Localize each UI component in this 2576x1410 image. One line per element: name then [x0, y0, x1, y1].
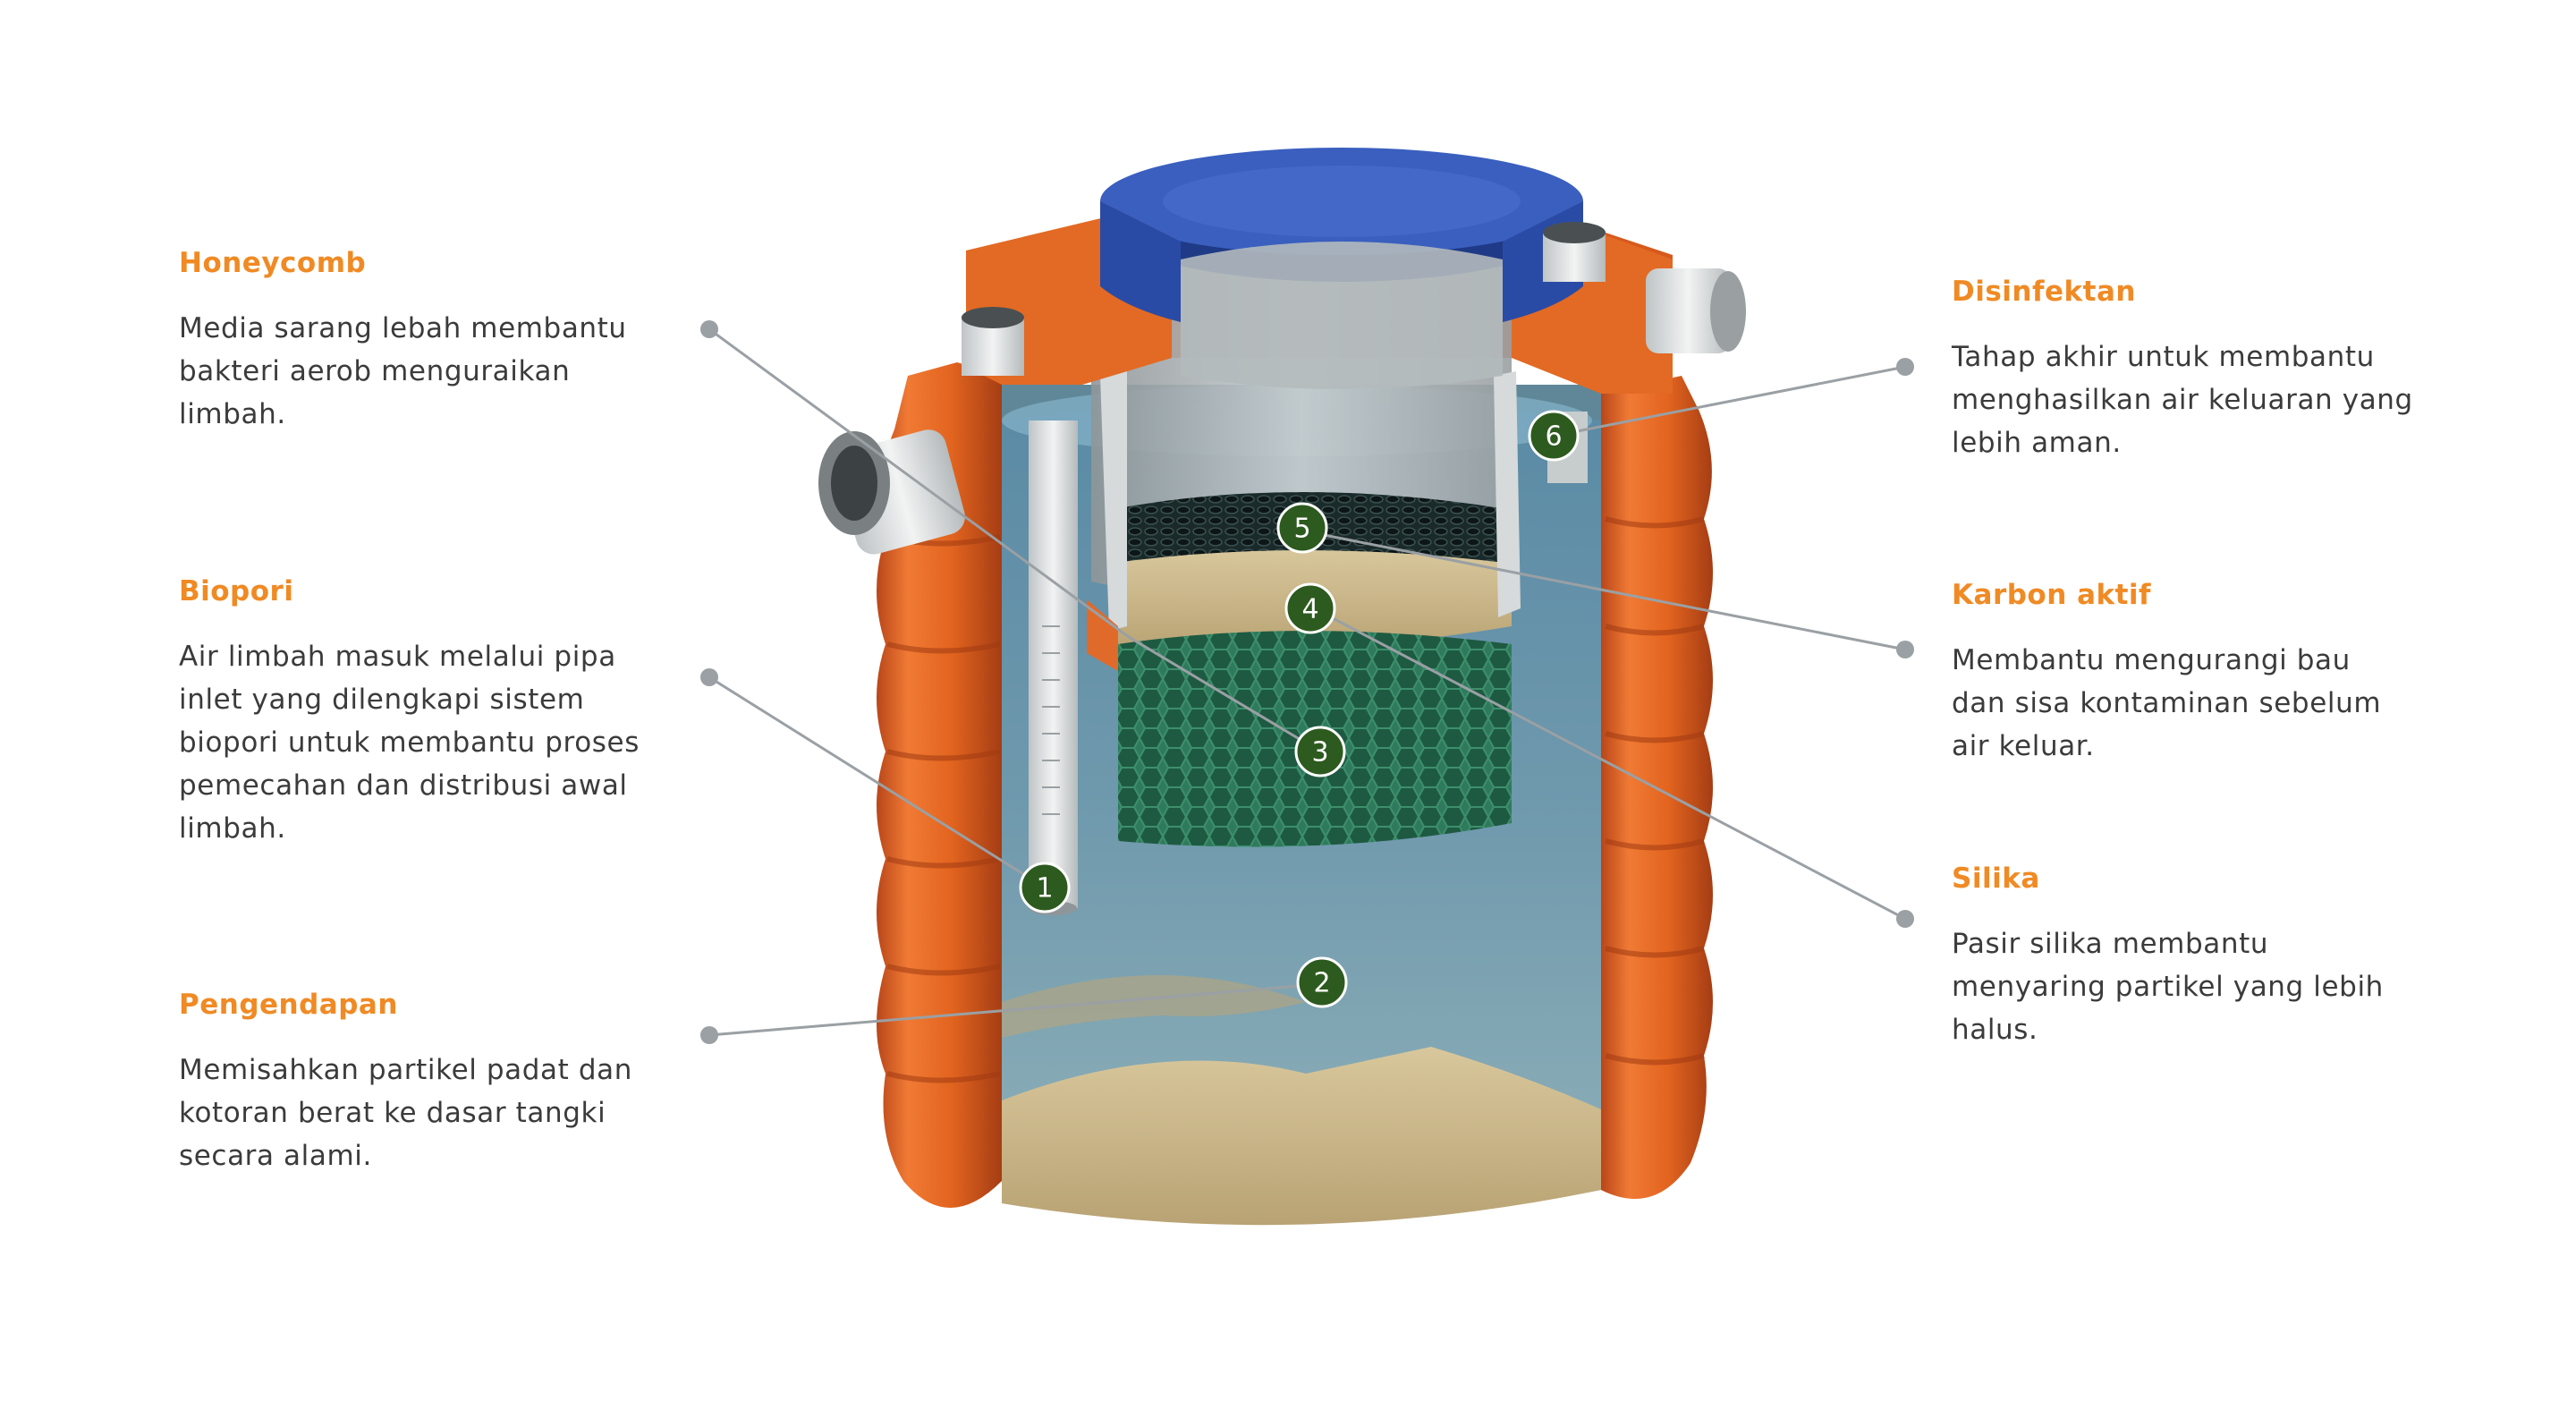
desc-line: limbah.: [179, 812, 286, 845]
desc-line: menghasilkan air keluaran yang: [1952, 384, 2413, 417]
desc-line: limbah.: [179, 398, 286, 431]
desc-line: secara alami.: [179, 1140, 372, 1173]
connector-dot-disinfektan: [1896, 358, 1914, 376]
badge-number: 2: [1313, 968, 1330, 999]
label-description: Tahap akhir untuk membantu menghasilkan …: [1952, 336, 2453, 464]
badge-4: 4: [1284, 582, 1336, 634]
desc-line: Tahap akhir untuk membantu: [1952, 341, 2375, 374]
desc-line: dan sisa kontaminan sebelum: [1952, 687, 2382, 720]
desc-line: air keluar.: [1952, 730, 2095, 763]
desc-line: Media sarang lebah membantu: [179, 312, 627, 345]
label-title: Karbon aktif: [1952, 579, 2152, 611]
outlet-pipe: [1646, 268, 1746, 353]
connector-dot-biopori: [700, 668, 718, 686]
badge-number: 6: [1545, 421, 1562, 453]
desc-line: Air limbah masuk melalui pipa: [179, 641, 616, 674]
desc-line: halus.: [1952, 1014, 2038, 1047]
label-title: Silika: [1952, 862, 2040, 895]
badge-number: 5: [1293, 514, 1310, 545]
desc-line: Membantu mengurangi bau: [1952, 644, 2351, 677]
label-description: Media sarang lebah membantu bakteri aero…: [179, 307, 680, 436]
label-pengendapan: Pengendapan Memisahkan partikel padat da…: [179, 989, 680, 1177]
label-disinfektan: Disinfektan Tahap akhir untuk membantu m…: [1952, 276, 2453, 464]
inlet-pipe: [818, 429, 965, 555]
label-description: Air limbah masuk melalui pipa inlet yang…: [179, 635, 680, 850]
connector-honeycomb: [708, 327, 1130, 639]
desc-line: Pasir silika membantu: [1952, 928, 2269, 961]
desc-line: pemecahan dan distribusi awal: [179, 769, 628, 803]
connector-dot-silika: [1896, 910, 1914, 928]
septic-tank: [818, 148, 1746, 1226]
connector-dots: [700, 320, 1914, 1044]
connector-disinfektan: [1563, 365, 1906, 436]
connector-lines: [708, 327, 1906, 1037]
badge-number: 4: [1301, 594, 1318, 625]
label-title: Biopori: [179, 575, 294, 607]
label-description: Memisahkan partikel padat dan kotoran be…: [179, 1049, 680, 1177]
connector-karbon: [1309, 531, 1906, 651]
desc-line: bakteri aerob menguraikan: [179, 355, 571, 388]
desc-line: Memisahkan partikel padat dan: [179, 1054, 632, 1087]
blue-lid: [1100, 148, 1583, 322]
badge-number: 3: [1311, 737, 1328, 769]
desc-line: biopori untuk membantu proses: [179, 726, 640, 760]
badge-1: 1: [1019, 862, 1071, 913]
connector-dot-honeycomb: [700, 320, 718, 338]
badge-number: 1: [1036, 873, 1053, 905]
label-description: Membantu mengurangi bau dan sisa kontami…: [1952, 639, 2453, 768]
connector-pengendapan: [708, 982, 1323, 1037]
desc-line: kotoran berat ke dasar tangki: [179, 1097, 606, 1130]
label-title: Pengendapan: [179, 989, 398, 1021]
badge-3: 3: [1294, 726, 1346, 777]
label-description: Pasir silika membantu menyaring partikel…: [1952, 922, 2453, 1051]
connector-dot-karbon: [1896, 641, 1914, 658]
desc-line: menyaring partikel yang lebih: [1952, 971, 2384, 1004]
vent-pipe: [962, 222, 1606, 376]
desc-line: lebih aman.: [1952, 427, 2122, 460]
connector-biopori: [708, 675, 1046, 889]
label-honeycomb: Honeycomb Media sarang lebah membantu ba…: [179, 247, 680, 436]
badge-5: 5: [1276, 502, 1328, 554]
connector-silika: [1317, 608, 1906, 921]
label-silika: Silika Pasir silika membantu menyaring p…: [1952, 862, 2453, 1051]
label-karbon-aktif: Karbon aktif Membantu mengurangi bau dan…: [1952, 579, 2453, 768]
label-title: Disinfektan: [1952, 276, 2136, 308]
badge-2: 2: [1296, 956, 1348, 1008]
desc-line: inlet yang dilengkapi sistem: [179, 684, 585, 717]
label-biopori: Biopori Air limbah masuk melalui pipa in…: [179, 575, 680, 850]
connector-dot-pengendapan: [700, 1026, 718, 1044]
label-title: Honeycomb: [179, 247, 367, 279]
badge-6: 6: [1528, 410, 1580, 462]
